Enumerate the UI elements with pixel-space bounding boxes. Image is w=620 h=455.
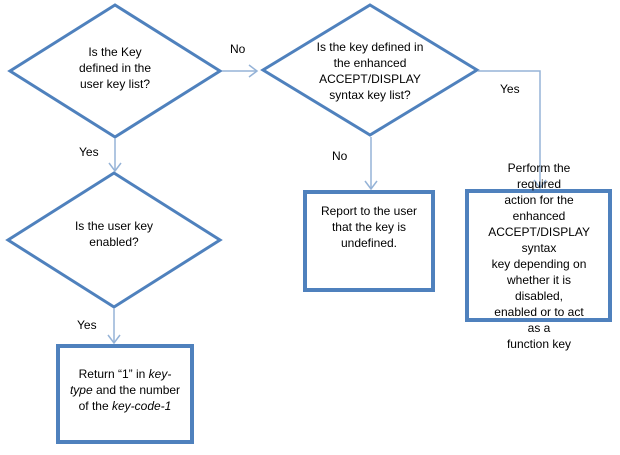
edge-label-yes-to-enabled: Yes [79,145,99,159]
decision-diamond-user-key-defined [7,3,223,139]
edge-label-no-to-enhanced: No [230,42,246,56]
arrowhead-down-icon [364,180,378,191]
edge-label-yes-to-return: Yes [77,318,97,332]
process-box-return-key-type [56,344,194,444]
decision-diamond-enhanced-key-defined [260,3,480,137]
process-text-perform-action: Perform the required action for the enha… [488,161,591,351]
edge-label-no-to-report: No [332,149,348,163]
decision-text-user-key-defined: Is the Key defined in the user key list? [78,45,152,91]
decision-text-user-key-enabled: Is the user key enabled? [74,219,154,249]
arrowhead-right-icon [248,64,259,78]
process-box-perform-action [465,189,612,322]
connector-yes-to-perform [478,70,541,188]
process-text-return-key-type: Return “1” in key- type and the number o… [69,367,181,413]
process-text-report-undefined: Report to the user that the key is undef… [320,204,418,250]
arrowhead-down-icon [533,179,547,190]
process-box-report-undefined [303,190,435,292]
arrowhead-down-icon [107,334,121,345]
edge-label-yes-to-perform: Yes [500,82,520,96]
decision-text-enhanced-key-defined: Is the key defined in the enhanced ACCEP… [316,40,424,102]
decision-diamond-user-key-enabled [5,171,223,309]
arrowhead-down-icon [108,162,122,173]
